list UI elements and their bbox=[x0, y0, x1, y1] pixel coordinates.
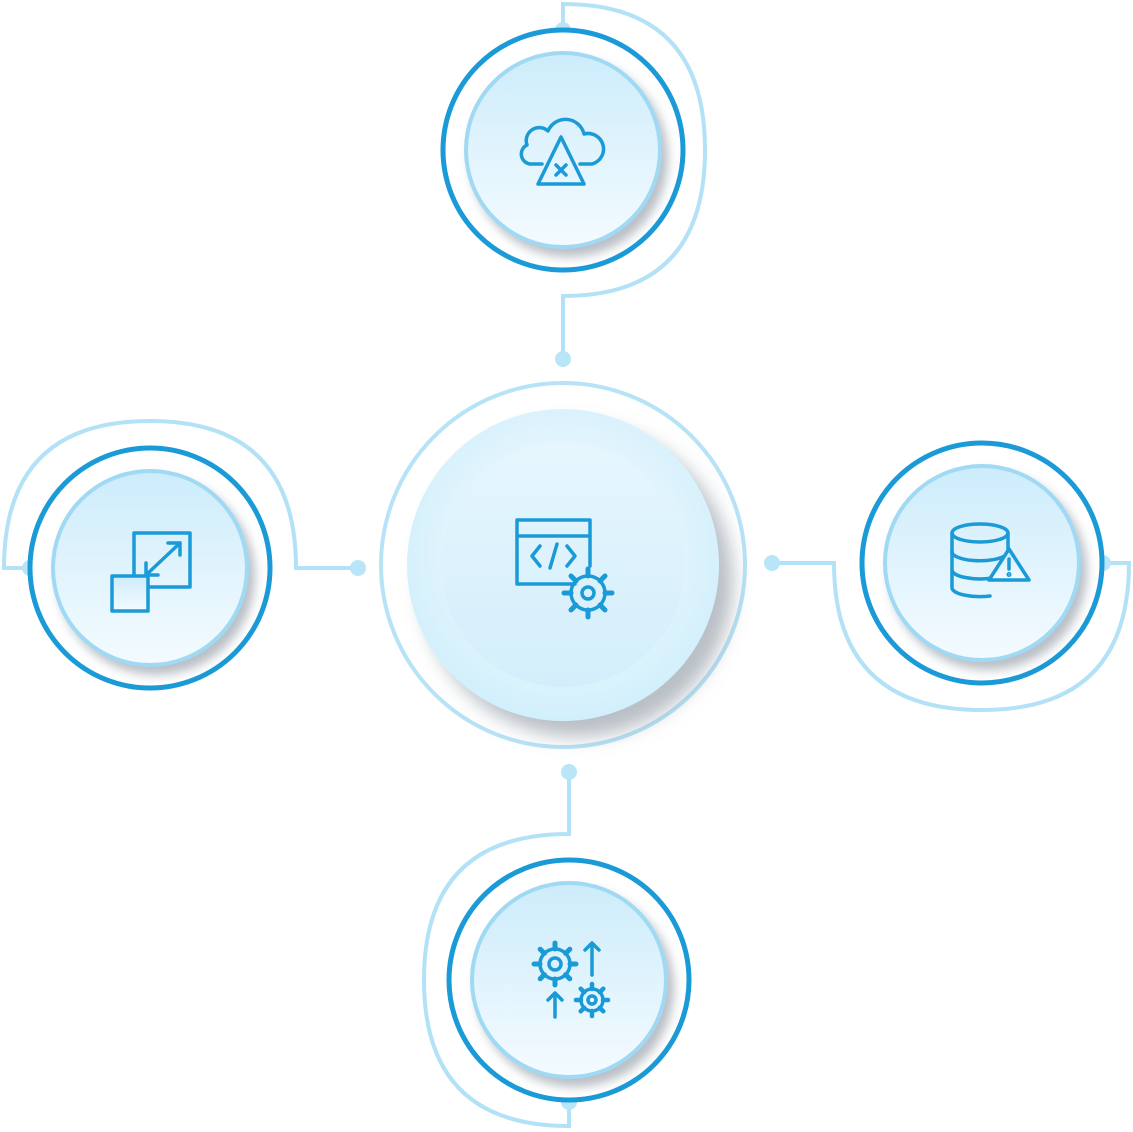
dot-bottom-inner bbox=[561, 764, 577, 780]
dot-left-inner bbox=[350, 560, 366, 576]
connector-right bbox=[772, 561, 1132, 713]
connector-top bbox=[561, 1, 708, 359]
node-right-disc bbox=[883, 464, 1081, 662]
center-hub bbox=[379, 381, 747, 749]
node-top bbox=[440, 27, 686, 273]
cloud-warning-icon bbox=[519, 117, 606, 186]
dot-right-inner bbox=[764, 555, 780, 571]
connector-left bbox=[1, 418, 358, 570]
gears-arrows-icon bbox=[531, 940, 611, 1019]
resize-expand-icon bbox=[110, 531, 192, 613]
database-warning-icon bbox=[950, 522, 1031, 599]
connector-bottom bbox=[421, 772, 571, 1129]
node-right bbox=[859, 440, 1105, 686]
node-top-disc bbox=[464, 51, 662, 249]
node-bottom bbox=[446, 857, 692, 1103]
center-inner-disc bbox=[441, 443, 685, 687]
code-window-gear-icon bbox=[515, 518, 615, 620]
node-left-disc bbox=[51, 469, 249, 667]
node-left bbox=[27, 445, 273, 691]
dot-top-inner bbox=[555, 351, 571, 367]
